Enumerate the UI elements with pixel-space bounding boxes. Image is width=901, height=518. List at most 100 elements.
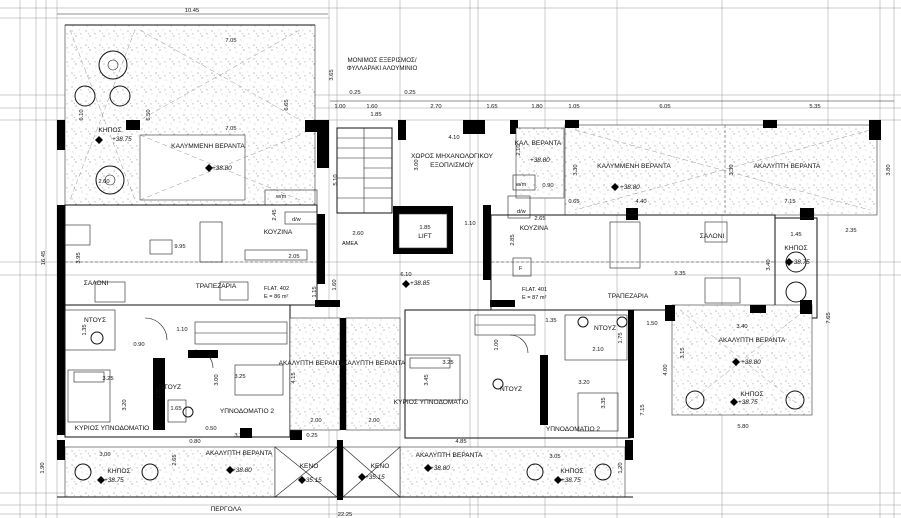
elevation-marker-icon [97,476,105,484]
elev-e4: +38.80 [620,184,640,191]
middle-verandas: ΑΚΑΛΥΠΤΗ ΒΕΡΑΝΤΑ ΑΚΑΛΥΠΤΗ ΒΕΡΑΝΤΑ 4.15 2… [279,317,406,431]
room-keno-right: ΚΕΝΟ [371,463,390,470]
dim-210a: 2.10 [516,144,522,155]
room-saloni-left: ΣΑΛΟΝΙ [84,280,109,287]
dim-120: 1.20 [618,462,624,473]
elevation-markers [95,136,793,484]
room-ntoyz-right: ΝΤΟΥΖ [594,325,616,332]
elevation-marker-icon [298,476,306,484]
dim-025a: 0.25 [349,90,360,96]
dim-080: 0.80 [189,439,200,445]
right-lower-block: 3.40 3.15 4.00 ΑΚΑΛΥΠΤΗ ΒΕΡΑΝΤΑ +38.80 Κ… [663,300,813,430]
dim-025c: 0.25 [306,433,317,439]
room-exoplismou: ΕΞΟΠΛΙΣΜΟΥ [430,162,474,169]
dim-325b: 3.25 [234,374,245,380]
room-dw-right: d/w [517,209,527,215]
dim-090b: 0.90 [133,342,144,348]
dim-765: 7.65 [826,312,832,323]
room-kouzina-left: ΚΟΥΖΙΝΑ [264,229,293,236]
room-kipos-br: ΚΗΠΟΣ [740,391,763,398]
dim-210b: 2.10 [592,347,603,353]
dim-065: 0.65 [568,199,579,205]
room-pergola: ΠΕΡΓΟΛΑ [210,506,242,513]
room-akalypti-veranta-tr: ΑΚΑΛΥΠΤΗ ΒΕΡΑΝΤΑ [754,163,821,170]
flat-402-label: FLAT. 402 [264,286,289,292]
dim-150: 1.50 [646,321,657,327]
dim-335: 3.35 [601,397,607,408]
dim-115: 1.15 [312,286,318,297]
room-akalypti-veranta-right: ΑΚΑΛΥΠΤΗ ΒΕΡΑΝΤΑ [719,337,786,344]
dim-090a: 0.90 [542,183,553,189]
elev-e7: +38.80 [741,359,761,366]
left-top-block: 7.05 7.05 6.10 6.50 6.65 2.60 ΚΗΠΟΣ +38.… [57,24,317,206]
dim-610b: 6.10 [400,272,411,278]
room-amea: ΑΜΕΑ [342,241,358,247]
dim-305: 3.05 [549,454,560,460]
elev-e5: +38.85 [410,280,430,287]
dim-395: 3.95 [76,252,82,263]
dim-510: 5.10 [333,174,339,185]
dim-245: 2.45 [272,209,278,220]
room-wm-left: w/m [275,194,287,200]
dim-205: 2.05 [288,254,299,260]
elev-e13: +38.75 [561,477,581,484]
dim-715a: 7.15 [784,199,795,205]
room-ntoyz-left2: ΝΤΟΥΖ [159,384,181,391]
dim-200a: 2.00 [156,387,162,398]
dim-265b: 2.65 [172,454,178,465]
room-saloni-right: ΣΑΛΟΝΙ [700,233,725,240]
elev-e14: +38.75 [104,477,124,484]
room-kipos-bl: ΚΗΠΟΣ [107,468,130,475]
dim-315: 3.15 [680,347,686,358]
dim-415: 4.15 [291,372,297,383]
dim-050: 0.50 [205,426,216,432]
elev-e2: +38.80 [212,165,232,172]
dim-260a: 2.60 [98,179,109,185]
room-kal-veranta-small: ΚΑΛ. ΒΕΡΑΝΤΑ [515,140,562,147]
room-ntoyz-mid: ΝΤΟΥΖ [500,386,522,393]
room-ypnodomatio2-right: ΥΠΝΟΔΟΜΑΤΙΟ 2 [546,426,601,433]
flat-401-label: FLAT. 401 [522,287,547,293]
dim-320a: 3.20 [578,380,589,386]
room-akalypti-veranta-mid1: ΑΚΑΛΥΠΤΗ ΒΕΡΑΝΤΑ [279,360,346,367]
dim-110a: 1.10 [464,221,475,227]
elev-e9: +38.80 [232,467,252,474]
bottom-strip: 3.00 3.05 2.65 1.90 1.20 ΚΗΠΟΣ +38.75 ΑΚ… [40,440,633,518]
elevation-marker-icon [732,358,740,366]
dim-300b: 3.00 [214,374,220,385]
elev-e1: +38.75 [112,136,132,143]
dim-190: 1.90 [40,462,46,473]
dim-330b: 3.30 [729,164,735,175]
room-kipos-tl: ΚΗΠΟΣ [98,127,121,134]
dim-175: 1.75 [618,332,624,343]
dim-110b: 1.10 [176,327,187,333]
dim-935: 9.35 [674,271,685,277]
room-wm-right: w/m [515,182,527,188]
dim-100b: 1.00 [494,339,500,350]
flat-402-living: w/m d/w ΚΟΥΖΙΝΑ 2.05 2.45 9.95 ΣΑΛΟΝΙ ΤΡ… [41,189,318,310]
room-akalypti-veranta-bm: ΑΚΑΛΥΠΤΗ ΒΕΡΑΝΤΑ [416,452,483,459]
elevation-marker-icon [730,398,738,406]
dim-top-total: 10.45 [185,8,200,14]
dim-300d: 3.00 [99,452,110,458]
elev-e3: +38.80 [530,157,550,164]
dim-995: 9.95 [174,244,185,250]
room-kipos-bbr: ΚΗΠΟΣ [560,468,583,475]
elevation-marker-icon [358,473,366,481]
dim-235: 2.35 [845,228,856,234]
dim-325c: 3.25 [442,360,453,366]
elev-e10: +35.15 [302,477,322,484]
room-dw-left: d/w [292,217,302,223]
flat-401-bedrooms: 3.25 3.45 ΚΥΡΙΟΣ ΥΠΝΟΔΟΜΑΤΙΟ 1.00 ΝΤΟΥΖ … [394,309,658,445]
room-kyrios-ypnodomatio-left-1: ΚΥΡΙΟΣ ΥΠΝΟΔΟΜΑΤΙΟ [75,425,150,432]
dim-340a: 3.40 [766,259,772,270]
dim-380: 3.80 [886,164,892,175]
dim-440: 4.40 [635,199,646,205]
room-trapezaria-right: ΤΡΑΠΕΖΑΡΙΑ [608,293,649,300]
dim-610: 6.10 [79,109,85,120]
stair-treads [337,137,392,199]
dim-185b: 1.85 [419,225,430,231]
dim-285: 2.85 [510,234,516,245]
dim-400: 4.00 [663,364,669,375]
